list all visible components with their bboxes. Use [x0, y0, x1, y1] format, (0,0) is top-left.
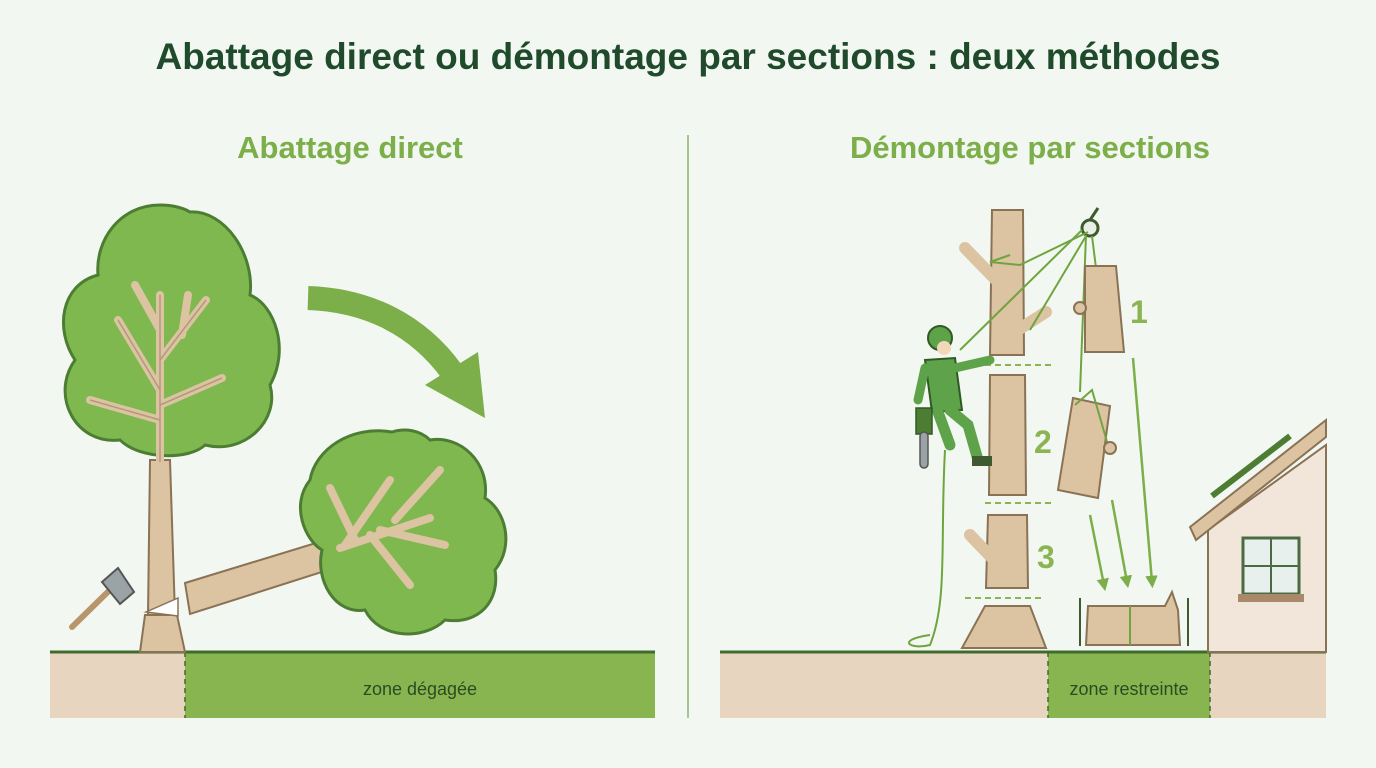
falling-section-1	[1073, 265, 1126, 353]
cleared-zone-label: zone dégagée	[363, 679, 477, 699]
restricted-zone-label: zone restreinte	[1069, 679, 1188, 699]
right-ground: zone restreinte	[720, 650, 1326, 718]
descent-arrows	[1088, 357, 1158, 592]
step-number-3: 3	[1037, 539, 1055, 575]
fall-direction-arrow-icon	[307, 286, 485, 418]
axe-icon	[69, 566, 136, 630]
rigging-ropes	[908, 207, 1100, 648]
standing-tree	[61, 203, 281, 653]
house	[1188, 417, 1327, 653]
cleared-zone	[185, 652, 655, 718]
right-panel-title: Démontage par sections	[849, 130, 1211, 165]
left-panel-title: Abattage direct	[237, 130, 463, 165]
arborist-climber-icon	[913, 325, 995, 469]
falling-section-2	[1056, 388, 1117, 500]
left-ground: zone dégagée	[50, 650, 655, 718]
restricted-zone	[1048, 652, 1210, 718]
step-number-2: 2	[1034, 424, 1052, 460]
falling-tree	[183, 428, 508, 636]
step-number-1: 1	[1130, 294, 1148, 330]
main-title: Abattage direct ou démontage par section…	[155, 36, 1221, 77]
landed-logs	[1079, 589, 1189, 646]
sectioned-trunk	[959, 209, 1055, 649]
